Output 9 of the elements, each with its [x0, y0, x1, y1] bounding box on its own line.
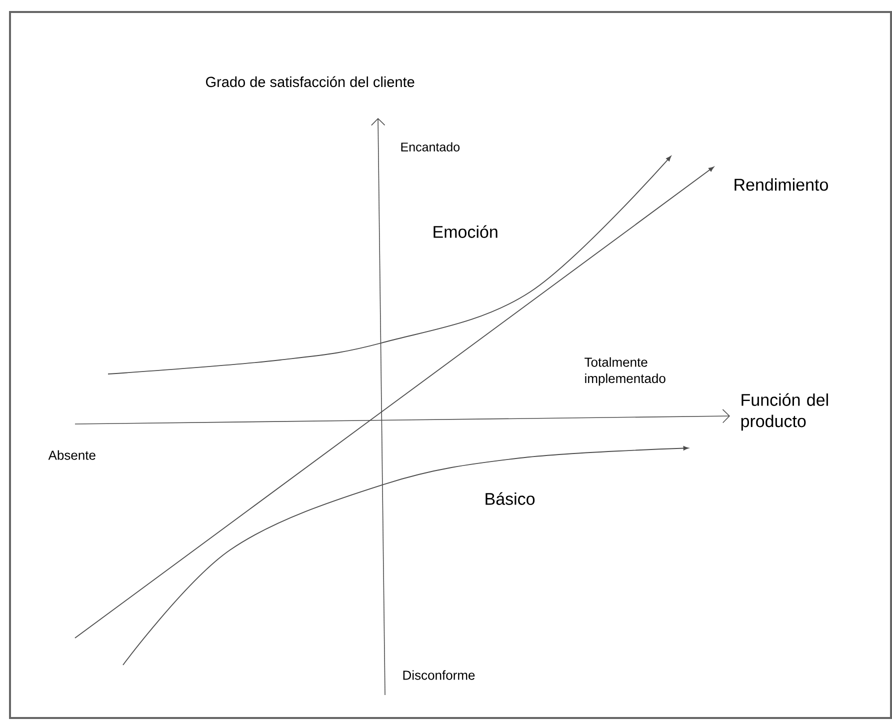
axis-title: Función del producto — [741, 393, 828, 431]
curve-label: Emoción — [434, 225, 498, 238]
curve-label: Básico — [486, 492, 535, 505]
axis-end-label: Totalmente implementado — [584, 357, 666, 386]
axis-title: Grado de satisfacción del cliente — [206, 76, 414, 88]
axis-end-label: Absente — [48, 450, 96, 460]
curve-label: Rendimiento — [734, 178, 828, 191]
axis-end-label: Encantado — [401, 142, 460, 152]
axis-end-label: Disconforme — [403, 670, 475, 680]
